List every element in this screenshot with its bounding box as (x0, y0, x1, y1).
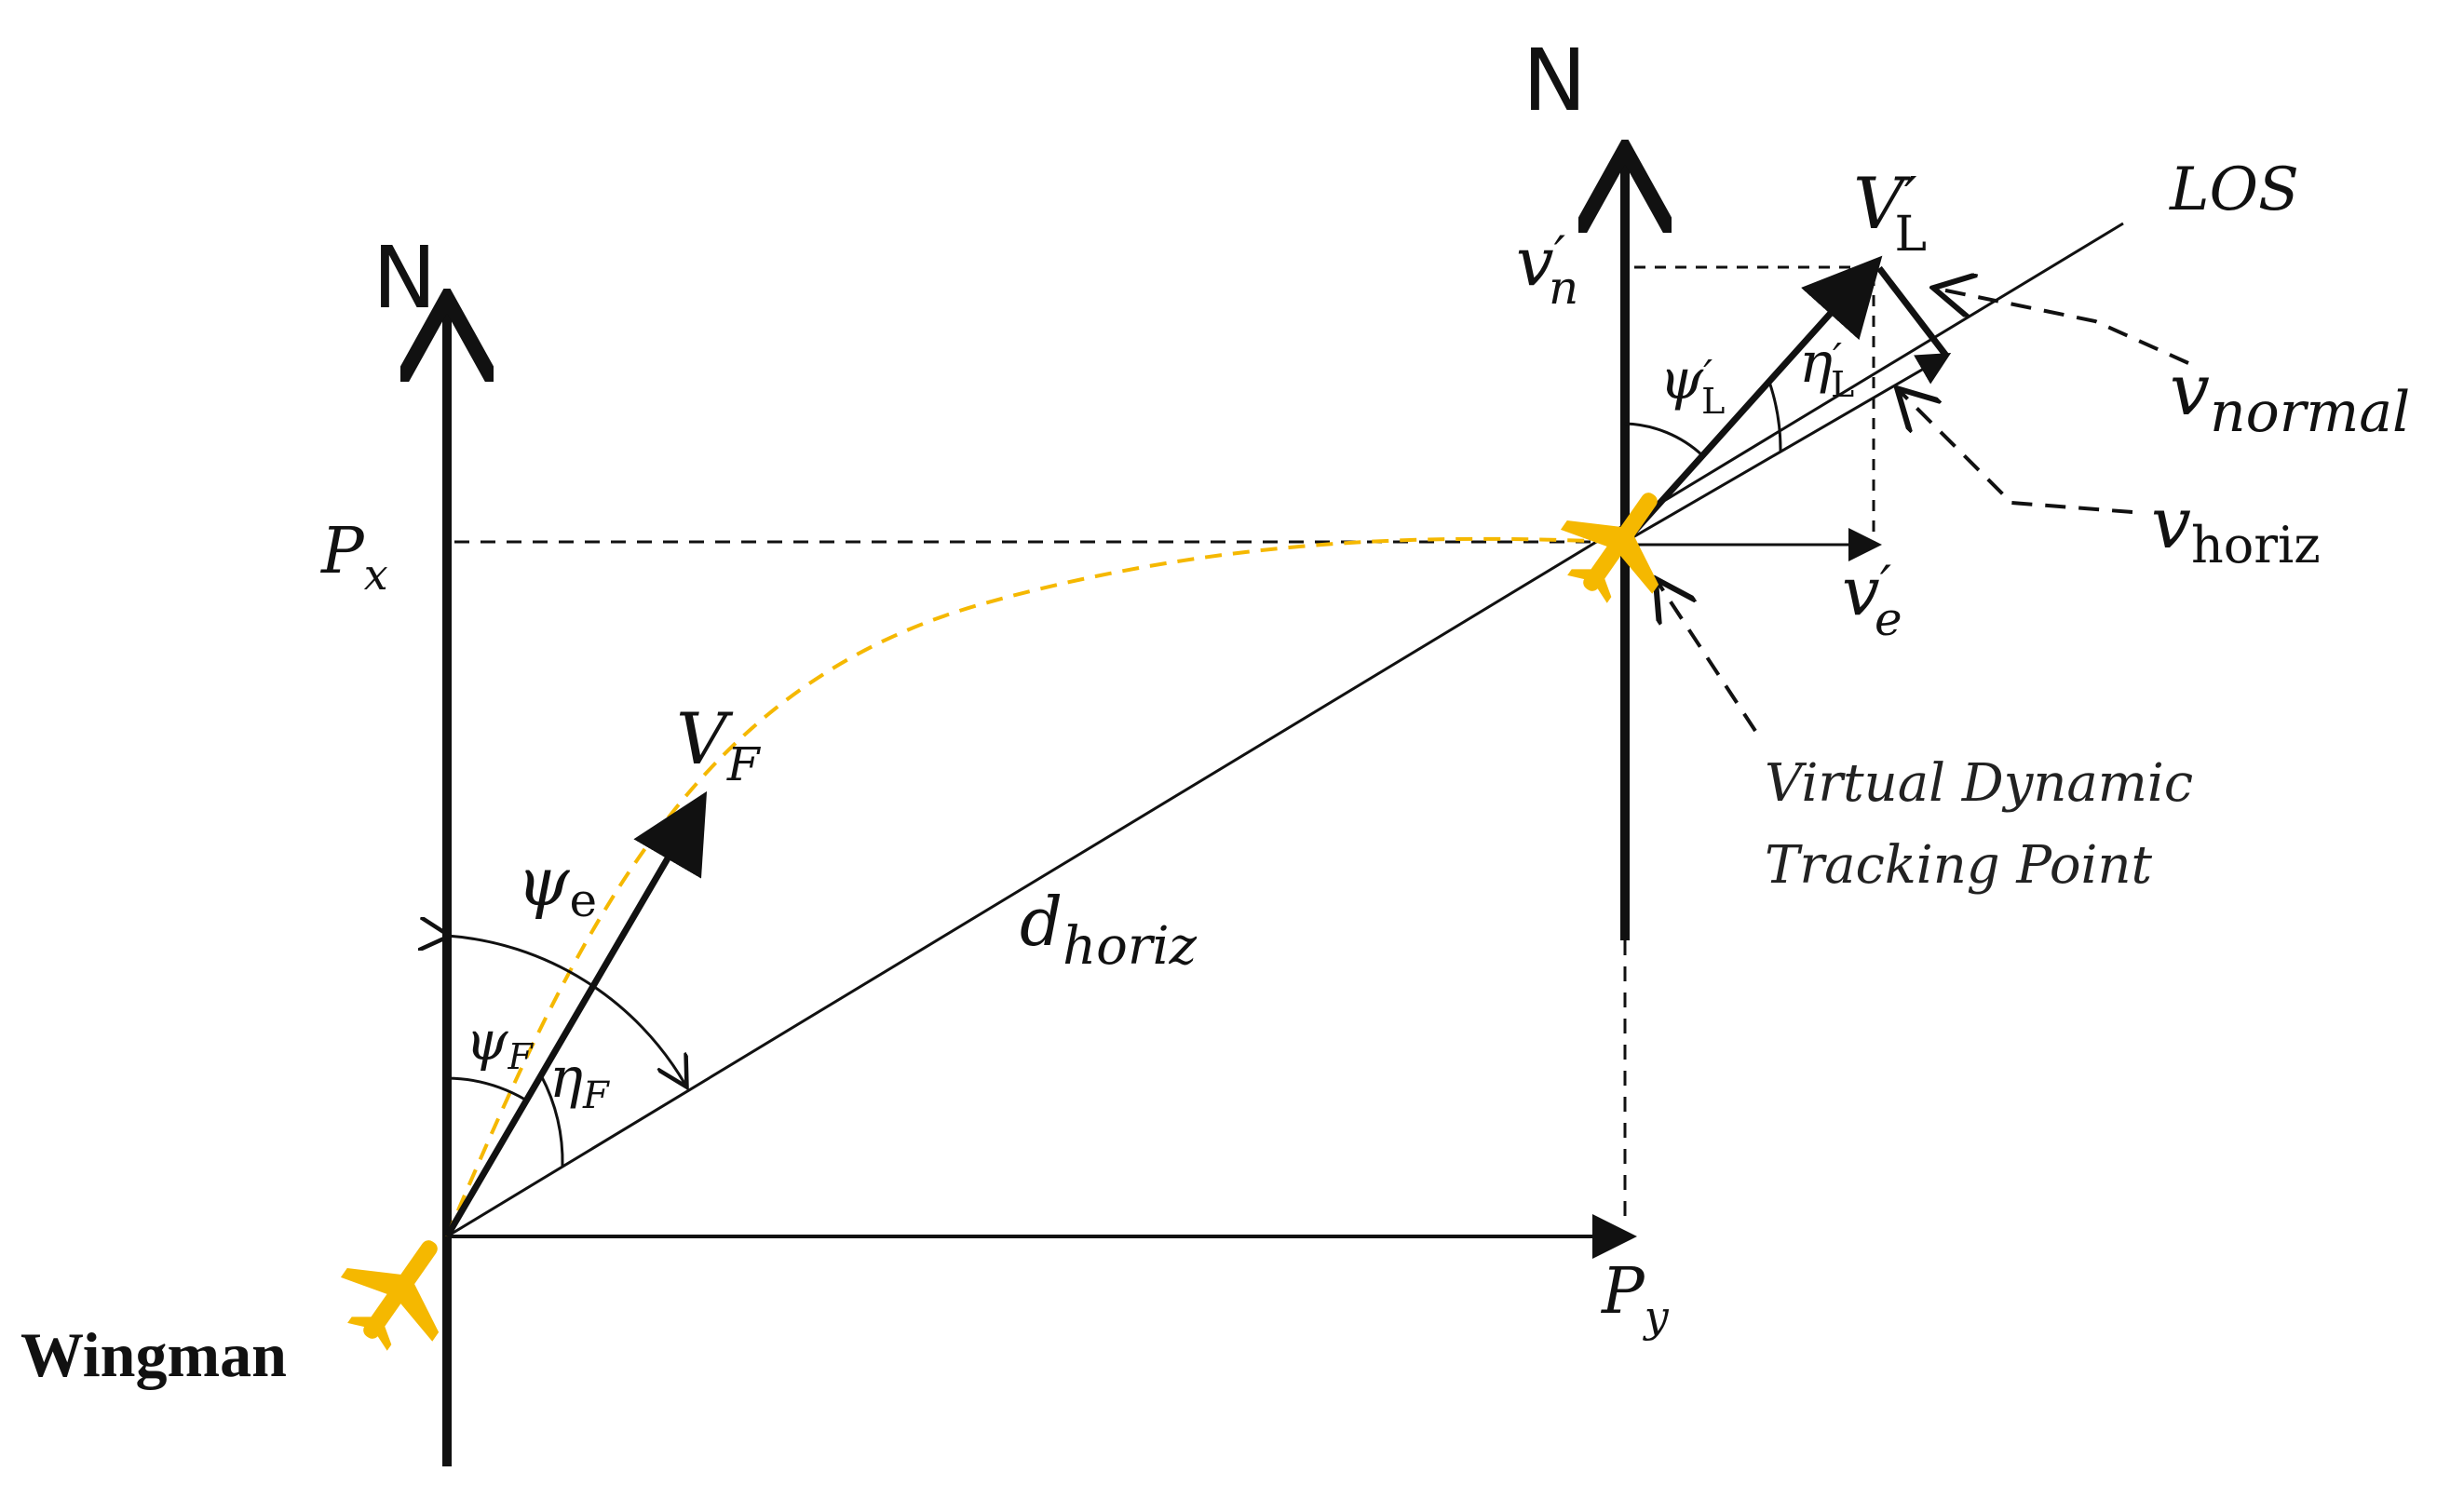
trajectory-curve (445, 536, 1626, 1237)
px-label: Px (319, 515, 388, 600)
vl-label: V′L (1853, 162, 1927, 263)
v-normal-pointer (1937, 289, 2189, 365)
tracking-point-label-line1: Virtual Dynamic (1765, 753, 2193, 814)
v-horiz-label: vhoriz (2151, 481, 2321, 574)
psi-l-arc (1624, 422, 1704, 457)
wingman-aircraft-icon (340, 1240, 440, 1351)
v-normal-label: vnormal (2170, 348, 2410, 445)
horiz-velocity-vector (1624, 352, 1952, 544)
wingman-label: Wingman (20, 1319, 287, 1390)
psi-e-arc (447, 936, 685, 1085)
leader-velocity-vector (1622, 255, 1883, 545)
ve-label: v′e (1842, 552, 1902, 646)
psi-f-label: ψF (466, 1009, 534, 1077)
eta-f-label: ηF (549, 1046, 610, 1117)
psi-f-arc (446, 1076, 526, 1101)
psi-l-label: ψ′L (1659, 347, 1725, 422)
psi-e-label: ψe (517, 843, 597, 927)
tracking-point-label-line2: Tracking Point (1765, 835, 2153, 896)
vf-label: VF (676, 697, 762, 791)
eta-f-arc (539, 1074, 564, 1168)
north-label-left: N (372, 228, 437, 328)
eta-l-arc (1767, 381, 1782, 453)
vn-label: v′n (1516, 223, 1578, 315)
north-label-right: N (1523, 31, 1587, 130)
los-label: LOS (2169, 155, 2299, 224)
d-horiz-label: dhoriz (1020, 883, 1198, 977)
tracking-point-pointer (1658, 582, 1757, 733)
tracking-point-aircraft-icon (1560, 493, 1659, 603)
normal-velocity-vector (1876, 265, 1949, 358)
py-label: Py (1600, 1255, 1670, 1342)
los-line (446, 222, 2124, 1238)
eta-l-label: η′L (1799, 331, 1854, 405)
v-horiz-pointer (1900, 391, 2133, 514)
